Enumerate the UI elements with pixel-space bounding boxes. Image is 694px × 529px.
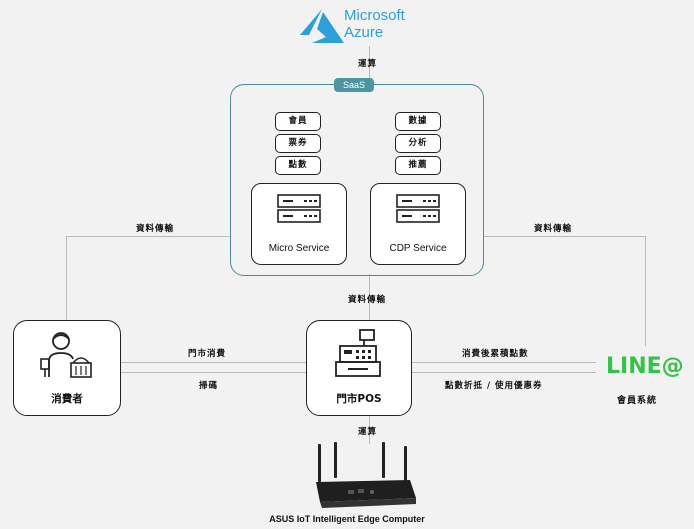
pos-node: 門市POS xyxy=(306,320,412,416)
pos-name: 門市POS xyxy=(336,393,382,405)
cdp-service-box: CDP Service xyxy=(370,183,466,265)
tag-member: 會員 xyxy=(275,112,321,131)
tag-points: 點數 xyxy=(275,156,321,175)
saas-label: SaaS xyxy=(342,80,366,90)
saas-badge: SaaS xyxy=(334,78,374,92)
connector-consumer-saas xyxy=(66,236,230,237)
connector-saas-pos xyxy=(369,274,370,320)
connector-line-saas xyxy=(483,236,646,237)
connector-consumer-pos-2 xyxy=(120,372,306,373)
label-line-saas: 資料傳輸 xyxy=(534,224,573,234)
server-icon xyxy=(396,194,440,223)
micro-service-name: Micro Service xyxy=(268,243,330,254)
connector-pos-line-1 xyxy=(410,362,596,363)
cdp-service-name: CDP Service xyxy=(389,243,447,254)
tag-recommend: 推薦 xyxy=(395,156,441,175)
connector-line-up xyxy=(645,236,646,346)
line-logo: LINE@ xyxy=(606,354,684,379)
label-pos-edge: 運算 xyxy=(358,427,378,437)
micro-service-box: Micro Service xyxy=(251,183,347,265)
connector-consumer-pos-1 xyxy=(120,362,306,363)
connector-pos-edge xyxy=(369,414,370,444)
shopper-icon xyxy=(40,332,92,378)
edge-computer-name: ASUS IoT Intelligent Edge Computer xyxy=(269,514,425,524)
azure-icon xyxy=(300,9,344,43)
azure-name-line1: Microsoft xyxy=(344,7,405,24)
label-pos-saas: 資料傳輸 xyxy=(348,295,387,305)
label-consumer-saas: 資料傳輸 xyxy=(136,224,175,234)
edge-computer-device xyxy=(316,442,416,508)
label-pos-to-line: 消費後累積點數 xyxy=(462,349,529,359)
label-pos-to-consumer: 掃碼 xyxy=(199,381,219,391)
server-icon xyxy=(277,194,321,223)
tag-coupon: 票券 xyxy=(275,134,321,153)
tag-data: 數據 xyxy=(395,112,441,131)
consumer-name: 消費者 xyxy=(51,393,83,405)
azure-name-line2: Azure xyxy=(344,24,384,41)
tag-analysis: 分析 xyxy=(395,134,441,153)
connector-consumer-up xyxy=(66,236,67,320)
label-line-to-pos: 點數折抵 / 使用優惠券 xyxy=(445,381,543,391)
connector-azure-saas xyxy=(369,46,370,84)
consumer-node: 消費者 xyxy=(13,320,121,416)
connector-pos-line-2 xyxy=(410,372,596,373)
line-member-system-label: 會員系統 xyxy=(617,396,658,406)
label-consumer-to-pos: 門市消費 xyxy=(188,349,227,359)
cash-register-icon xyxy=(335,329,381,377)
label-azure-saas: 運算 xyxy=(358,59,378,69)
azure-logo: Microsoft Azure xyxy=(300,7,430,47)
